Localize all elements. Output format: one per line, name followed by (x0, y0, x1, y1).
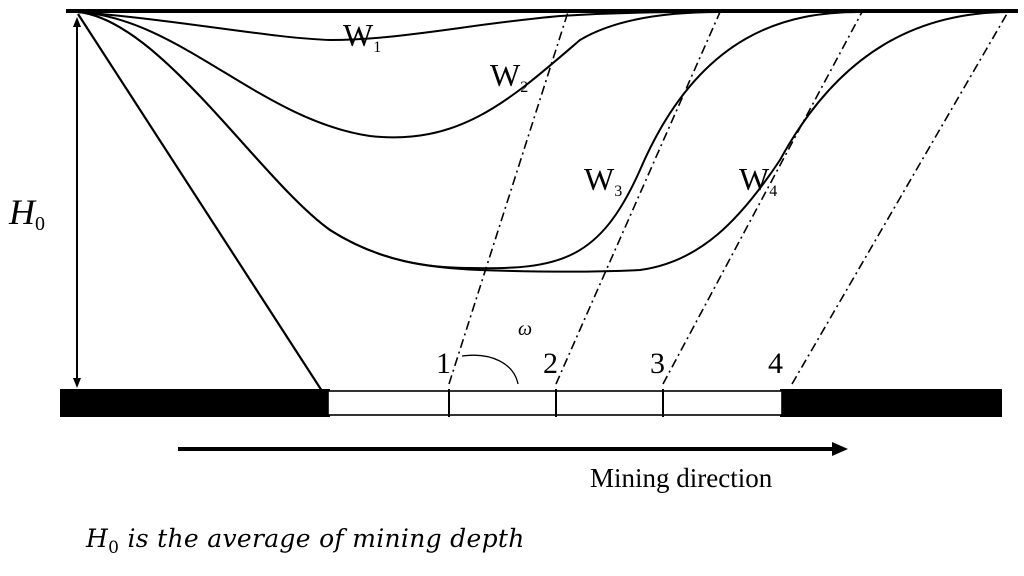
angle-arc (461, 354, 519, 385)
dash-line-3 (662, 11, 863, 385)
curve-label-w4: W4 (739, 161, 777, 200)
dash-line-1 (448, 11, 569, 385)
caption-symbol: H (86, 524, 109, 553)
subsidence-curve-w2 (77, 11, 721, 139)
mining-direction-label: Mining direction (590, 463, 773, 493)
caption: H0 is the average of mining depth (86, 524, 525, 558)
caption-symbol-subscript: 0 (108, 538, 120, 558)
dash-line-2 (555, 11, 721, 385)
coal-seam-unmined-right (780, 389, 1002, 417)
subsidence-curve-w1 (77, 11, 701, 42)
depth-label: H0 (8, 192, 45, 235)
face-position-3: 3 (650, 347, 665, 380)
limit-angle-line (77, 13, 323, 392)
curve-label-w3: W3 (584, 161, 622, 200)
face-position-2: 2 (543, 347, 558, 380)
dash-line-4 (791, 11, 1009, 385)
caption-text: is the average of mining depth (119, 524, 525, 553)
angle-label: ω (518, 318, 532, 340)
coal-seam-unmined-left (60, 389, 330, 417)
face-position-1: 1 (436, 347, 451, 380)
subsidence-curve-w3 (77, 11, 861, 270)
curve-label-w2: W2 (490, 57, 528, 96)
subsidence-curve-w4 (77, 11, 1011, 273)
curve-label-w1: W1 (343, 17, 381, 56)
face-position-4: 4 (768, 347, 783, 380)
